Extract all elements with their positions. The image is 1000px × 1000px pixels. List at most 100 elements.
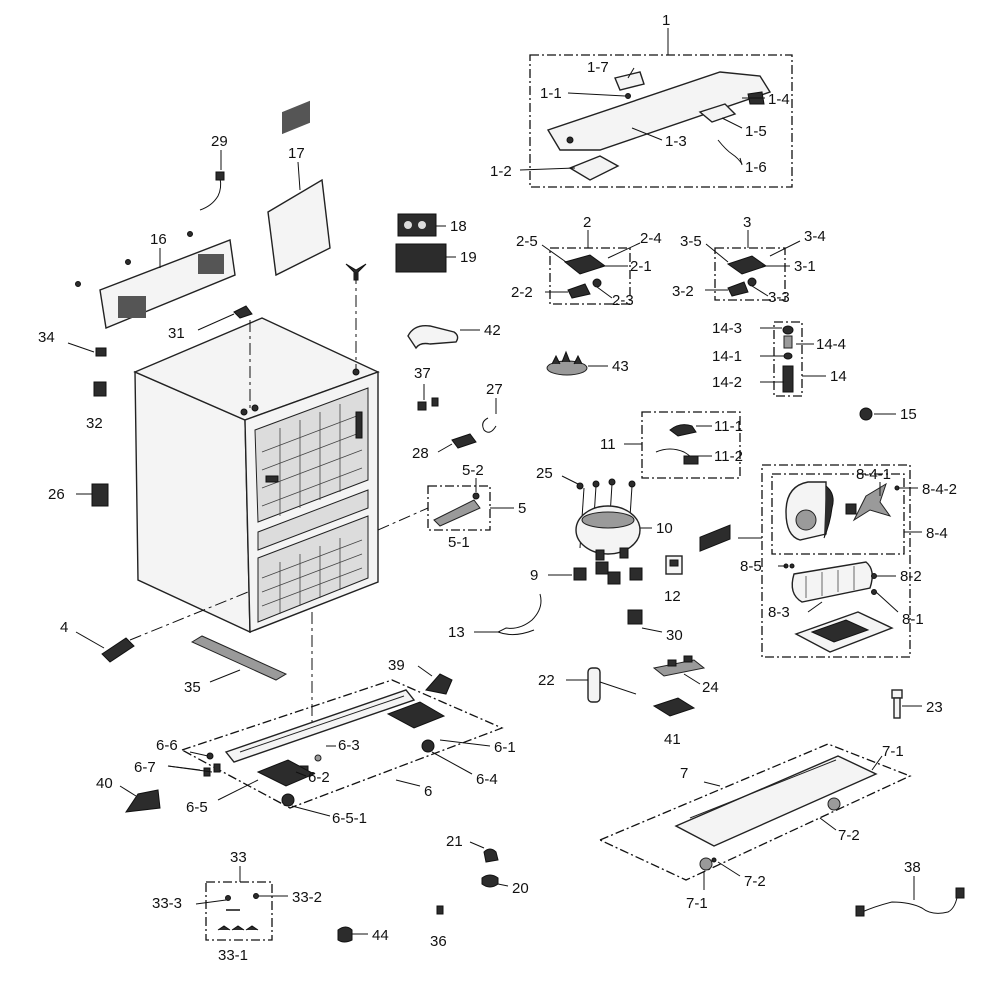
label-5-2: 5-2 [462, 462, 484, 479]
assembly-5-box [427, 485, 491, 531]
part-1-5 [698, 103, 737, 123]
label-11-2: 11-2 [714, 448, 743, 465]
assembly-1-group: 1 1-7 1-1 1-4 1-5 1-3 1-6 1-2 [490, 12, 793, 188]
label-20: 20 [512, 880, 529, 897]
label-26: 26 [48, 486, 65, 503]
label-7: 7 [680, 765, 688, 782]
part-15 [859, 407, 873, 421]
label-32: 32 [86, 415, 103, 432]
grille-19 [395, 243, 447, 273]
label-39: 39 [388, 657, 405, 674]
label-14-1: 14-1 [712, 348, 742, 365]
screw-36 [436, 905, 444, 915]
wire-11-1 [669, 424, 697, 437]
label-29: 29 [211, 133, 228, 150]
hinge-3-2 [727, 281, 749, 297]
label-34: 34 [38, 329, 55, 346]
hinge-3-1 [726, 255, 768, 275]
label-7-2-bottom: 7-2 [744, 873, 766, 890]
label-27: 27 [486, 381, 503, 398]
label-11-1: 11-1 [714, 418, 743, 435]
part-18 [397, 213, 437, 237]
label-14-2: 14-2 [712, 374, 742, 391]
label-37: 37 [414, 365, 431, 382]
label-14-3: 14-3 [712, 320, 742, 337]
part-23 [891, 689, 903, 699]
label-3-5: 3-5 [680, 233, 702, 250]
rail-35 [190, 635, 288, 681]
assembly-2-group: 2 2-5 2-4 2-1 2-2 2-3 [511, 214, 662, 309]
part-39 [425, 673, 453, 695]
lower-center-parts: 22 24 41 21 20 36 44 [337, 655, 719, 950]
right-lower-parts: 23 38 [855, 689, 965, 917]
label-41: 41 [664, 731, 681, 748]
label-33-3: 33-3 [152, 895, 182, 912]
label-2-5: 2-5 [516, 233, 538, 250]
assembly-7-box [598, 743, 912, 881]
label-23: 23 [926, 699, 943, 716]
label-19: 19 [460, 249, 477, 266]
assembly-3-group: 3 3-5 3-4 3-1 3-2 3-3 [672, 214, 826, 306]
label-3-4: 3-4 [804, 228, 826, 245]
label-5-1: 5-1 [448, 534, 470, 551]
label-10: 10 [656, 520, 673, 537]
label-8-3: 8-3 [768, 604, 790, 621]
label-7-2-right: 7-2 [838, 827, 860, 844]
label-6-5: 6-5 [186, 799, 208, 816]
part-40 [124, 789, 161, 813]
hinge-2-1 [563, 254, 607, 275]
label-43: 43 [612, 358, 629, 375]
label-17: 17 [288, 145, 305, 162]
label-6-4: 6-4 [476, 771, 498, 788]
assembly-8-4-box [771, 473, 905, 555]
cabinet-liner-ribs [261, 404, 363, 614]
label-13: 13 [448, 624, 465, 641]
drawer-rail-6 [224, 689, 416, 763]
compressor-10 [575, 483, 641, 561]
label-38: 38 [904, 859, 921, 876]
filter-22 [587, 667, 601, 703]
label-44: 44 [372, 927, 389, 944]
label-1-6: 1-6 [745, 159, 767, 176]
wire-38 [861, 891, 959, 914]
label-1-4: 1-4 [768, 91, 790, 108]
assembly-8-group: 8-4-1 8-4-2 8-4 8 8-5 8-2 8-3 8-1 [710, 464, 957, 658]
fan-blade-8-4-1 [852, 482, 892, 522]
part-1-6 [717, 139, 743, 165]
label-42: 42 [484, 322, 501, 339]
assembly-33-box [205, 881, 273, 941]
label-5: 5 [518, 500, 526, 517]
label-6-7: 6-7 [134, 759, 156, 776]
label-6-2: 6-2 [308, 769, 330, 786]
panel-17 [267, 178, 331, 277]
grommet-9 [573, 567, 587, 581]
label-8-2: 8-2 [900, 568, 922, 585]
label-33-1: 33-1 [218, 947, 248, 964]
label-1: 1 [662, 12, 670, 29]
mid-parts: 42 43 37 27 28 5 5-2 5-1 [407, 320, 917, 644]
refrigerator-cabinet [129, 272, 429, 722]
label-12: 12 [664, 588, 681, 605]
label-2-3: 2-3 [612, 292, 634, 309]
label-2: 2 [583, 214, 591, 231]
label-22: 22 [538, 672, 555, 689]
screw-37 [417, 401, 427, 411]
label-25: 25 [536, 465, 553, 482]
label-33: 33 [230, 849, 247, 866]
part-26 [91, 483, 109, 507]
label-1-7: 1-7 [587, 59, 609, 76]
label-14: 14 [830, 368, 847, 385]
part-1-7 [614, 71, 645, 91]
label-1-2: 1-2 [490, 163, 512, 180]
label-8-4-2: 8-4-2 [922, 481, 957, 498]
label-6-3: 6-3 [338, 737, 360, 754]
label-8-5: 8-5 [740, 558, 762, 575]
part-32 [93, 381, 107, 397]
assembly-2-box [549, 247, 631, 305]
label-7-1-top: 7-1 [882, 743, 904, 760]
label-30: 30 [666, 627, 683, 644]
label-1-1: 1-1 [540, 85, 562, 102]
label-40: 40 [96, 775, 113, 792]
label-16: 16 [150, 231, 167, 248]
label-2-1: 2-1 [630, 258, 652, 275]
